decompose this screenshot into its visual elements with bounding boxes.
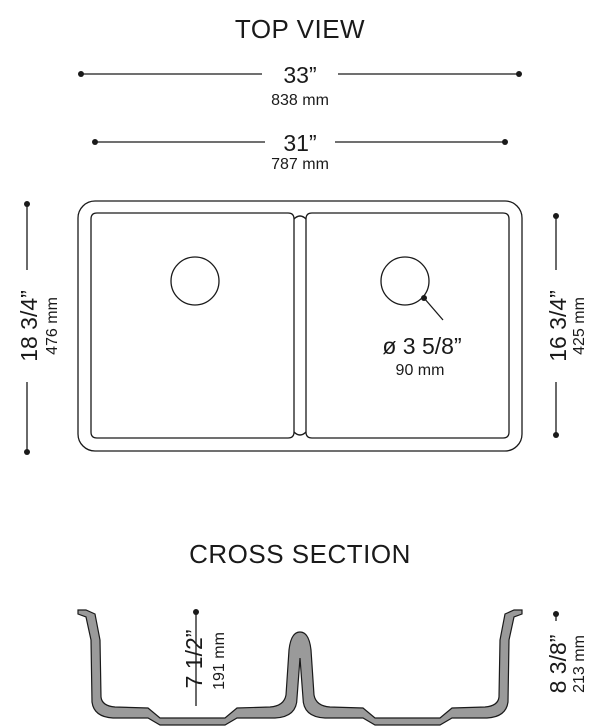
drain-diameter-callout: ø 3 5/8” 90 mm <box>382 295 462 379</box>
overall-width-dimension: 33” 838 mm <box>78 62 522 109</box>
bowl-width-mm: 787 mm <box>271 156 329 173</box>
overall-width-mm: 838 mm <box>271 92 329 109</box>
bowl-depth-mm: 425 mm <box>571 297 588 355</box>
overall-depth-mm: 476 mm <box>44 297 61 355</box>
sink-top-view <box>77 200 523 452</box>
bowl-width-dimension: 31” 787 mm <box>92 130 508 173</box>
bowl-depth-dimension: 16 3/4” 425 mm <box>545 213 588 438</box>
left-drain <box>170 256 220 306</box>
top-view-title: TOP VIEW <box>235 14 365 44</box>
overall-height-mm: 213 mm <box>571 635 588 693</box>
sink-cross-section <box>77 609 523 726</box>
overall-height-dimension: 8 3/8” 213 mm <box>545 611 588 693</box>
section-bowl-depth-mm: 191 mm <box>211 632 228 690</box>
section-bowl-depth-inches: 7 1/2” <box>181 630 207 689</box>
overall-depth-inches: 18 3/4” <box>16 290 42 362</box>
drain-diameter-mm: 90 mm <box>396 362 445 379</box>
bowl-width-inches: 31” <box>283 130 316 156</box>
left-bowl <box>90 212 295 439</box>
drain-diameter-inches: ø 3 5/8” <box>382 333 461 359</box>
overall-width-inches: 33” <box>283 62 316 88</box>
section-bowl-depth-dimension: 7 1/2” 191 mm <box>181 609 228 706</box>
right-drain <box>380 256 430 306</box>
right-bowl <box>305 212 510 439</box>
cross-section-title: CROSS SECTION <box>189 539 411 569</box>
bowl-depth-inches: 16 3/4” <box>545 290 571 362</box>
overall-depth-dimension: 18 3/4” 476 mm <box>16 201 61 455</box>
overall-height-inches: 8 3/8” <box>545 635 571 694</box>
